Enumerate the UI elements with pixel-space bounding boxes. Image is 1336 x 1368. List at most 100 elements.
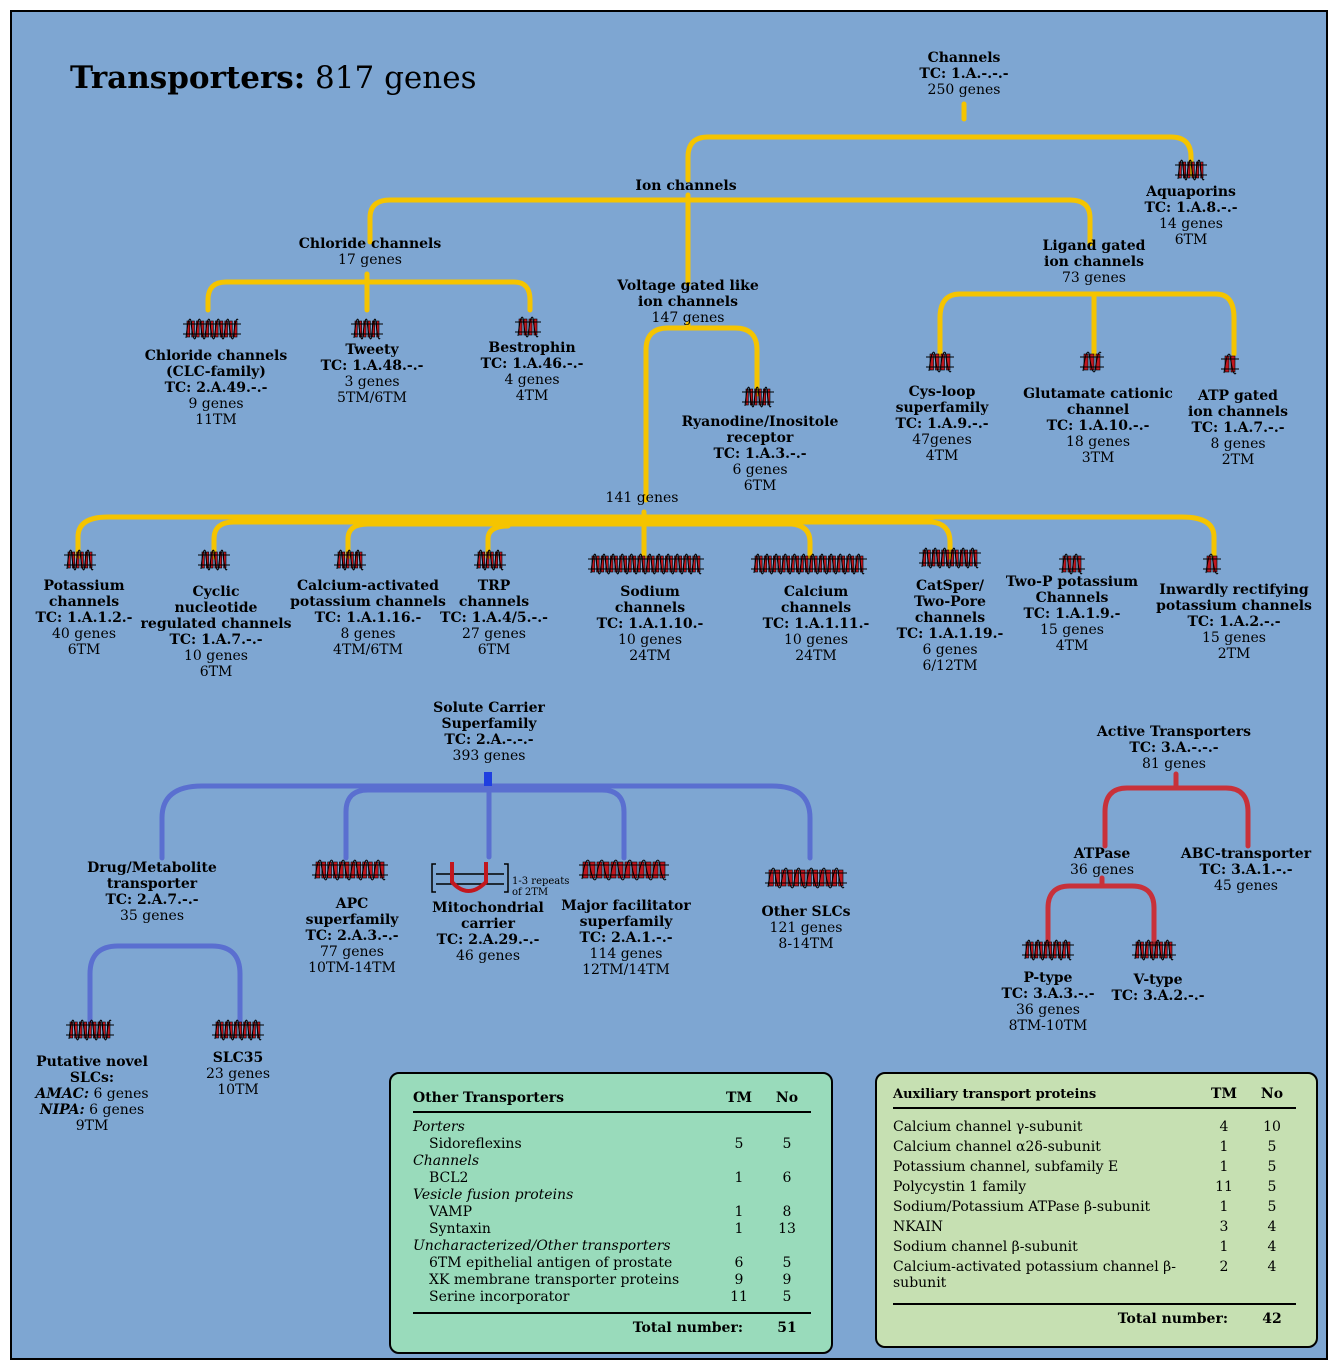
node-vg-141: 141 genes: [606, 490, 679, 506]
node-genes: 36 genes: [1015, 1002, 1080, 1018]
node-name: Calcium-activated: [297, 578, 439, 594]
node-name: Chloride channels: [298, 236, 442, 252]
twop-tm-icon: [1059, 553, 1085, 575]
node-tm: 8TM-10TM: [1008, 1018, 1088, 1034]
node-atp-gated: ATP gated ion channels TC: 1.A.7.-.- 8 g…: [1188, 388, 1288, 468]
node-amac: AMAC: 6 genes: [35, 1086, 148, 1102]
node-tc: TC: 3.A.3.-.-: [1001, 986, 1095, 1002]
page-title: Transporters: 817 genes: [70, 60, 476, 96]
header-label: Other Transporters: [413, 1090, 715, 1113]
node-p-type: P-type TC: 3.A.3.-.- 36 genes 8TM-10TM: [1001, 970, 1094, 1034]
row-label: Syntaxin: [429, 1221, 491, 1237]
node-v-type: V-type TC: 3.A.2.-.-: [1111, 972, 1204, 1004]
loop-line: [1061, 553, 1083, 575]
row-label: Calcium channel α2δ-subunit: [893, 1139, 1101, 1155]
row-no: 5: [1267, 1179, 1277, 1195]
node-name: Major facilitator: [561, 898, 691, 914]
cyclic-tm-icon: [198, 549, 230, 571]
node-tm: 11TM: [195, 412, 237, 428]
row-tm: 1: [1219, 1199, 1229, 1215]
node-name: Active Transporters: [1096, 724, 1252, 740]
node-name: Tweety: [345, 342, 399, 358]
node-name: Drug/Metabolite: [87, 860, 217, 876]
diagram-canvas: Transporters: 817 genes Channels TC: 1.A…: [10, 10, 1328, 1360]
node-genes: 393 genes: [452, 748, 526, 764]
node-name-2: channels: [780, 600, 852, 616]
table-total-row: Total number:42: [893, 1303, 1296, 1328]
total-value: 51: [763, 1312, 811, 1337]
node-name: Glutamate cationic: [1023, 386, 1173, 402]
node-name: Ligand gated: [1042, 238, 1146, 254]
clc-tm-icon: [183, 318, 241, 340]
tree-connectors: [64, 101, 1251, 1041]
helix-mark: [450, 862, 488, 893]
table-category-row: Porters: [413, 1119, 811, 1136]
node-name: ATP gated: [1198, 388, 1278, 404]
node-genes: 46 genes: [456, 948, 520, 964]
row-label: Serine incorporator: [429, 1289, 570, 1305]
node-tm: 4TM: [925, 448, 959, 464]
node-name-2: channels: [48, 594, 120, 610]
row-no: 6: [782, 1170, 792, 1186]
row-label: Sidoreflexins: [429, 1136, 522, 1152]
row-tm: 1: [1219, 1139, 1229, 1155]
edge-atpase-split: [1045, 875, 1157, 947]
apc-tm-icon: [312, 859, 388, 881]
node-tc: TC: 1.A.1.2.-: [35, 610, 133, 626]
loop-line: [921, 547, 979, 569]
node-tm: 10TM: [217, 1082, 259, 1098]
node-name: Chloride channels: [144, 348, 288, 364]
node-tm: 6TM: [743, 478, 777, 494]
node-name-2: receptor: [726, 430, 794, 446]
node-aquaporins: Aquaporins TC: 1.A.8.-.- 14 genes 6TM: [1144, 184, 1237, 248]
row-label: Vesicle fusion proteins: [413, 1187, 574, 1203]
row-label: Porters: [413, 1119, 465, 1135]
header-no: No: [763, 1090, 811, 1113]
node-name: Sodium: [620, 584, 680, 600]
node-name: Aquaporins: [1146, 184, 1236, 200]
node-name: ATPase: [1073, 846, 1131, 862]
loop-line: [476, 549, 504, 571]
amac-label: AMAC:: [35, 1086, 89, 1102]
node-tc: TC: 2.A.-.-.-: [444, 732, 534, 748]
node-putative: Putative novel SLCs: AMAC: 6 genes NIPA:…: [35, 1054, 148, 1134]
row-tm: 1: [1219, 1239, 1229, 1255]
node-name-3: channels: [914, 610, 986, 626]
row-label: Calcium-activated potassium channel β-su…: [893, 1259, 1176, 1291]
node-genes: 9 genes: [188, 396, 244, 412]
node-tc: TC: 1.A.8.-.-: [1144, 200, 1238, 216]
node-genes: 27 genes: [461, 626, 526, 642]
node-tm: 4TM/6TM: [333, 642, 403, 658]
node-mitochondrial: Mitochondrial carrier TC: 2.A.29.-.- 46 …: [432, 900, 544, 964]
row-no: 4: [1267, 1219, 1277, 1235]
node-genes: 81 genes: [1141, 756, 1206, 772]
node-name: Potassium: [43, 578, 125, 594]
node-apc: APC superfamily TC: 2.A.3.-.- 77 genes 1…: [305, 896, 398, 976]
row-tm: 1: [734, 1170, 744, 1186]
node-tc: TC: 2.A.7.-.-: [105, 892, 199, 908]
node-tc: TC: 1.A.1.16.-: [314, 610, 422, 626]
inward-tm-icon: [1203, 553, 1221, 575]
row-tm: [715, 1153, 763, 1170]
row-tm: [715, 1119, 763, 1136]
node-genes: 6 genes: [922, 642, 978, 658]
node-catsper: CatSper/ Two-Pore channels TC: 1.A.1.19.…: [897, 578, 1004, 674]
node-name-2: carrier: [461, 916, 515, 932]
node-tm: 4TM: [1055, 638, 1089, 654]
node-name-2: potassium channels: [1156, 598, 1312, 614]
slc35-tm-icon: [212, 1019, 264, 1041]
node-potassium: Potassium channels TC: 1.A.1.2.- 40 gene…: [36, 578, 133, 658]
node-tm: 2TM: [1217, 646, 1251, 662]
sodium-tm-icon: [588, 553, 704, 575]
node-name: Calcium: [783, 584, 849, 600]
node-tm: 6/12TM: [922, 658, 978, 674]
node-tm: 24TM: [795, 648, 837, 664]
node-cysloop: Cys-loop superfamily TC: 1.A.9.-.- 47gen…: [895, 384, 988, 464]
node-ion-channels: Ion channels: [635, 178, 736, 194]
row-label: Potassium channel, subfamily E: [893, 1159, 1119, 1175]
